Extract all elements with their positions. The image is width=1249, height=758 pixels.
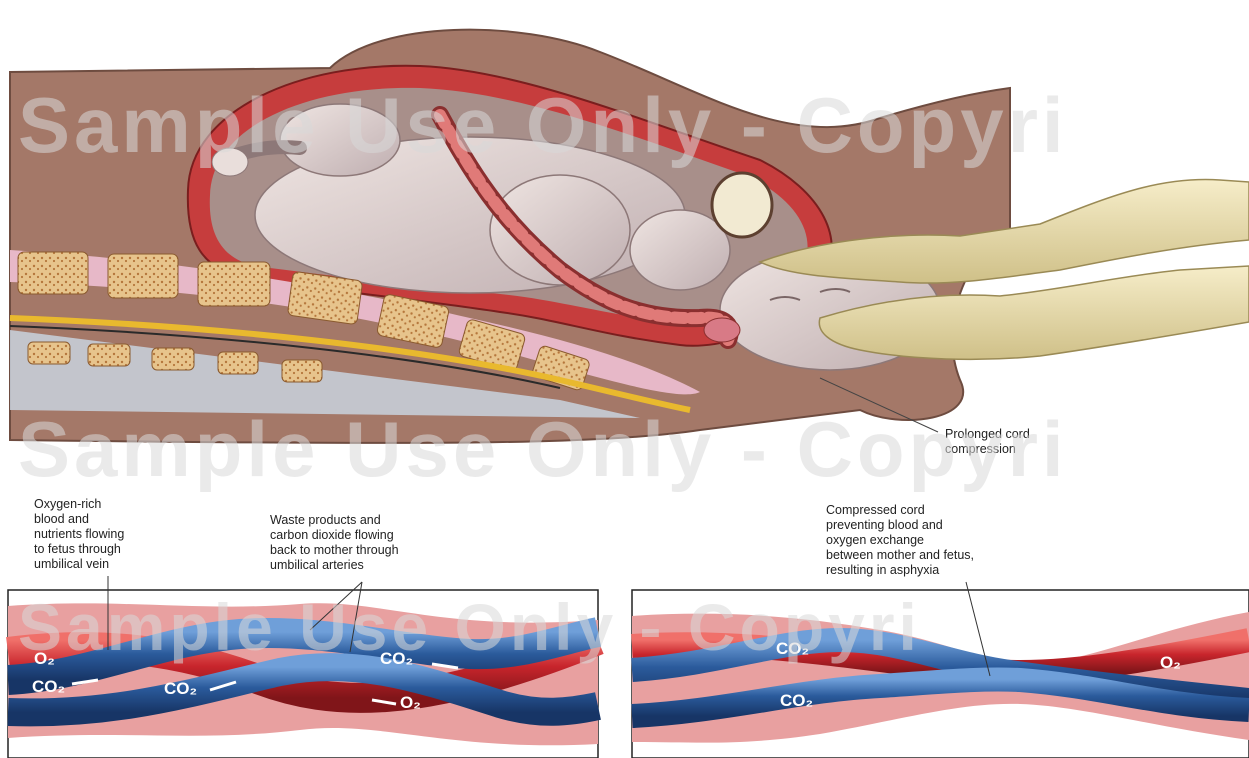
- co2-label-artery-mid: CO₂: [164, 679, 197, 698]
- pubic-bone: [712, 173, 772, 237]
- o2-label-vein-right: O₂: [400, 693, 421, 712]
- waste-products-label: Waste products and carbon dioxide flowin…: [270, 513, 402, 572]
- o2-label-compressed: O₂: [1160, 653, 1181, 672]
- svg-text:Sample Use Only - Copyri: Sample Use Only - Copyri: [18, 81, 1068, 169]
- co2-label-compressed-lower: CO₂: [780, 691, 813, 710]
- co2-label-artery-left: CO₂: [32, 677, 65, 696]
- svg-text:Sample Use Only - Copyri: Sample Use Only - Copyri: [18, 590, 921, 664]
- compressed-cord-label: Compressed cord preventing blood and oxy…: [826, 503, 978, 577]
- oxygen-rich-label: Oxygen-rich blood and nutrients flowing …: [34, 497, 128, 571]
- svg-text:Sample Use Only - Copyri: Sample Use Only - Copyri: [18, 405, 1068, 493]
